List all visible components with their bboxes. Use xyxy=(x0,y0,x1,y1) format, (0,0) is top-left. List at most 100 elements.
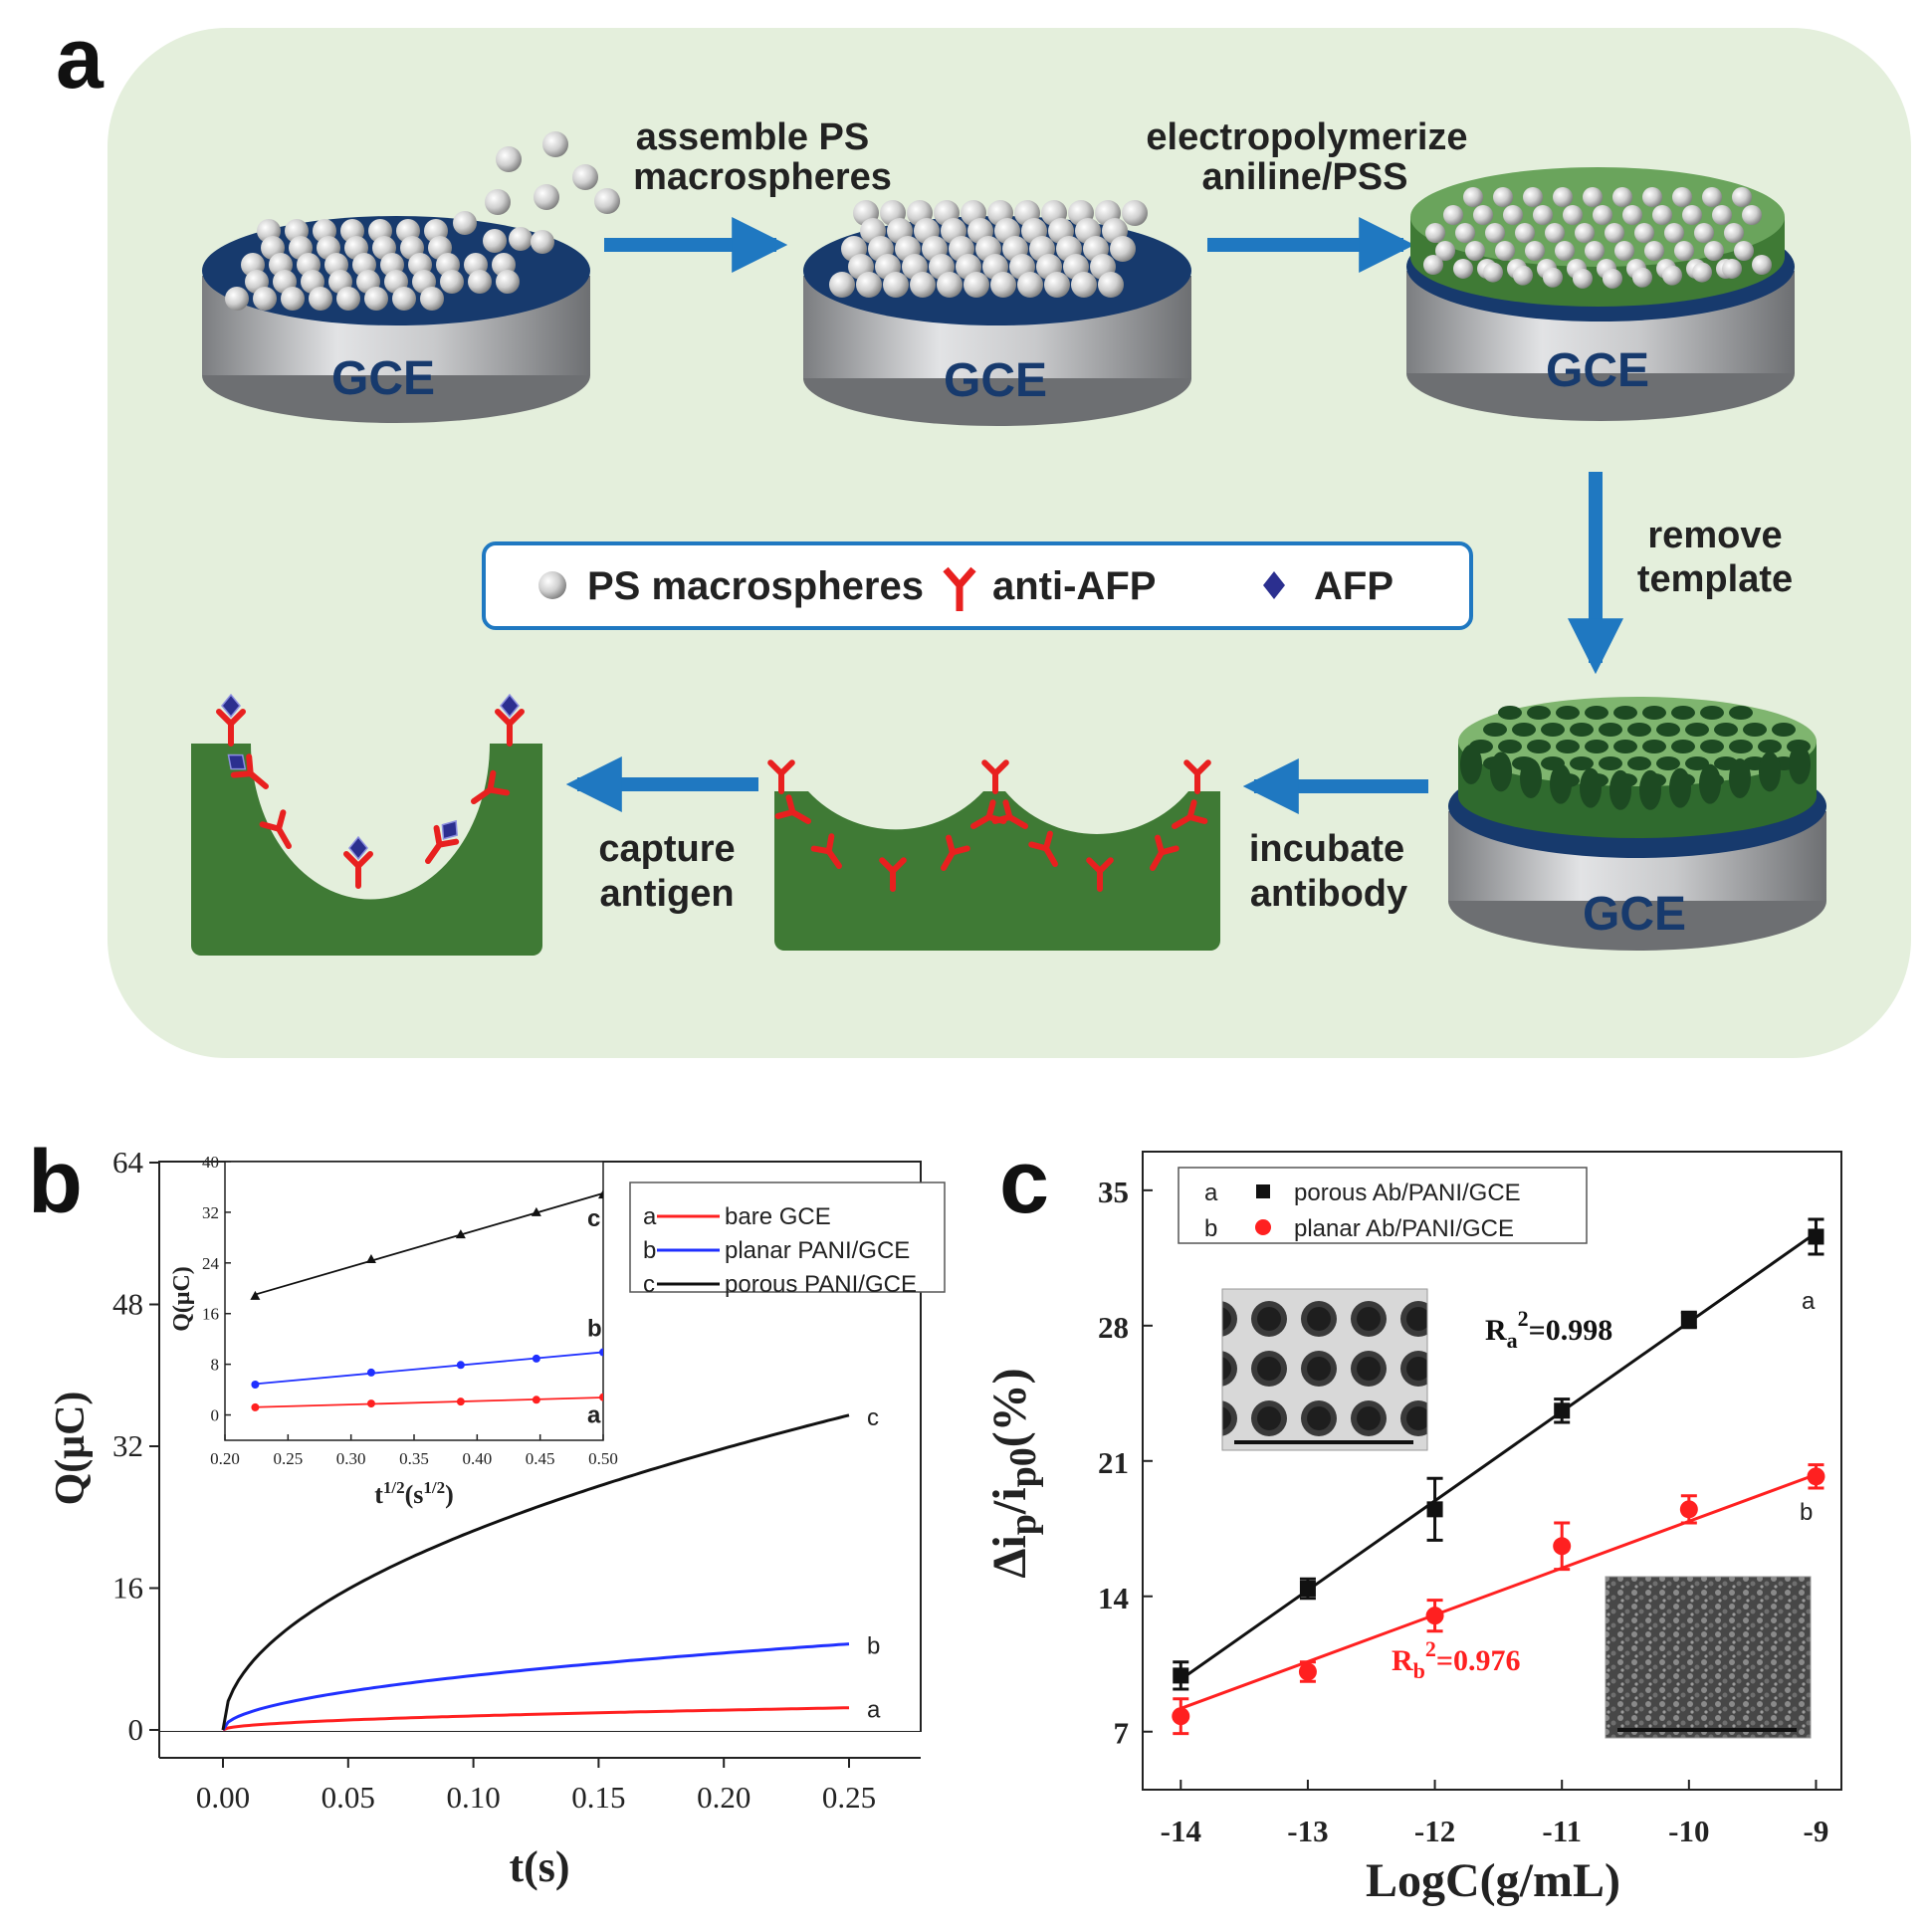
ps-sphere xyxy=(856,272,882,298)
ps-sphere xyxy=(1603,268,1622,289)
pore xyxy=(1556,706,1580,720)
antigen-captured-pore xyxy=(191,693,542,956)
inset-x-tick-label: 0.45 xyxy=(526,1449,555,1468)
inset-point xyxy=(365,1254,376,1263)
antibody xyxy=(471,769,511,804)
ps-sphere xyxy=(496,146,522,172)
pore xyxy=(1700,706,1724,720)
ps-sphere xyxy=(990,272,1016,298)
ps-sphere xyxy=(453,211,477,235)
gce-label-3: GCE xyxy=(1546,344,1649,397)
pore xyxy=(1460,745,1482,784)
antibody xyxy=(1086,857,1114,892)
inset-point xyxy=(532,1354,540,1363)
sem-scalebar-porous xyxy=(1234,1440,1413,1444)
ps-macrospheres-array xyxy=(829,200,1148,298)
inset-y-tick-label: 8 xyxy=(211,1356,220,1375)
pore xyxy=(1550,763,1572,804)
panel-b-letter: b xyxy=(28,1133,83,1232)
inset-y-tick-label: 0 xyxy=(211,1406,220,1425)
r2-annotation-a: Ra2=0.998 xyxy=(1485,1306,1612,1353)
ps-sphere xyxy=(1704,241,1724,261)
inset-series-label: c xyxy=(587,1205,600,1232)
chart-b-curves xyxy=(221,1413,850,1732)
antibody xyxy=(1028,830,1058,867)
ps-sphere xyxy=(1664,223,1684,243)
legend-swatch xyxy=(1256,1184,1270,1198)
inset-x-tick-label: 0.50 xyxy=(588,1449,618,1468)
ps-sphere xyxy=(1463,187,1483,207)
pore xyxy=(1498,706,1522,720)
pore xyxy=(1512,723,1536,737)
pore xyxy=(1772,723,1796,737)
pore xyxy=(1483,723,1507,737)
x-tick-label: -12 xyxy=(1414,1814,1455,1848)
inset-x-tick-label: 0.30 xyxy=(336,1449,366,1468)
pore xyxy=(1685,756,1709,770)
ps-sphere xyxy=(1543,267,1563,288)
legend-key: a xyxy=(643,1203,657,1230)
pore xyxy=(1599,756,1622,770)
ps-sphere xyxy=(1712,205,1732,225)
ps-sphere xyxy=(496,270,520,294)
x-tick-label: -13 xyxy=(1287,1814,1328,1848)
pore xyxy=(1789,745,1811,784)
inset-series-label: a xyxy=(587,1402,601,1429)
data-point xyxy=(1808,1228,1824,1245)
chart-c-xlabel: LogC(g/mL) xyxy=(1366,1854,1620,1907)
inset-xlabel: t1/2(s1/2) xyxy=(374,1478,454,1509)
ps-sphere xyxy=(485,189,511,215)
ps-sphere xyxy=(1455,223,1475,243)
ps-sphere xyxy=(1702,187,1722,207)
y-tick-label: 35 xyxy=(1098,1175,1129,1209)
inset-x-tick-label: 0.40 xyxy=(462,1449,492,1468)
ps-sphere xyxy=(309,287,332,311)
series-end-label: a xyxy=(867,1697,881,1724)
step-capture-line1: capture xyxy=(598,828,735,870)
ps-sphere xyxy=(1533,205,1553,225)
data-point xyxy=(1807,1467,1825,1486)
inset-xlabel-mid: (s xyxy=(405,1480,424,1509)
gce-electrode-3: GCE xyxy=(1406,167,1795,421)
porous-film-pores xyxy=(1460,706,1811,810)
inset-point xyxy=(366,1399,375,1408)
inset-y-tick-label: 32 xyxy=(202,1203,219,1222)
chart-b-xlabel: t(s) xyxy=(509,1842,569,1891)
ps-sphere xyxy=(1752,255,1772,275)
step-electropolymerize-line2: aniline/PSS xyxy=(1202,156,1408,198)
inset-y-tick-label: 24 xyxy=(202,1254,220,1273)
y-tick-label: 14 xyxy=(1098,1581,1129,1615)
data-point xyxy=(1554,1402,1571,1419)
pore xyxy=(1585,740,1608,753)
inset-point xyxy=(250,1290,261,1300)
y-tick-label: 48 xyxy=(112,1287,143,1322)
x-tick-label: -10 xyxy=(1668,1814,1709,1848)
x-tick-label: 0.15 xyxy=(571,1780,625,1815)
ps-sphere xyxy=(542,131,568,157)
ps-sphere xyxy=(1593,205,1612,225)
ps-sphere xyxy=(829,272,855,298)
pore xyxy=(1613,740,1637,753)
x-tick-label: 0.20 xyxy=(697,1780,750,1815)
fit-line-a xyxy=(1179,1231,1818,1681)
ps-sphere xyxy=(1423,255,1443,275)
ps-sphere xyxy=(1525,241,1545,261)
x-tick-label: -14 xyxy=(1161,1814,1201,1848)
y-tick-label: 64 xyxy=(112,1145,144,1180)
ps-sphere xyxy=(1485,223,1505,243)
series-end-label: c xyxy=(867,1404,879,1431)
inset-point xyxy=(532,1395,540,1404)
pore xyxy=(1527,706,1551,720)
ps-sphere xyxy=(534,184,559,210)
legend-label: planar PANI/GCE xyxy=(725,1237,910,1264)
step-remove-line1: remove xyxy=(1647,515,1782,556)
chart-c-frame xyxy=(1142,1151,1842,1791)
antibody xyxy=(767,759,795,794)
ps-sphere xyxy=(225,287,249,311)
ps-sphere xyxy=(253,287,277,311)
legend-antibody-label: anti-AFP xyxy=(992,564,1156,608)
y-tick-label: 21 xyxy=(1098,1445,1129,1480)
x-tick-label: -11 xyxy=(1542,1814,1582,1848)
composite-spheres xyxy=(1423,187,1772,289)
chart-b-ylabel: Q(μC) xyxy=(48,1392,94,1506)
